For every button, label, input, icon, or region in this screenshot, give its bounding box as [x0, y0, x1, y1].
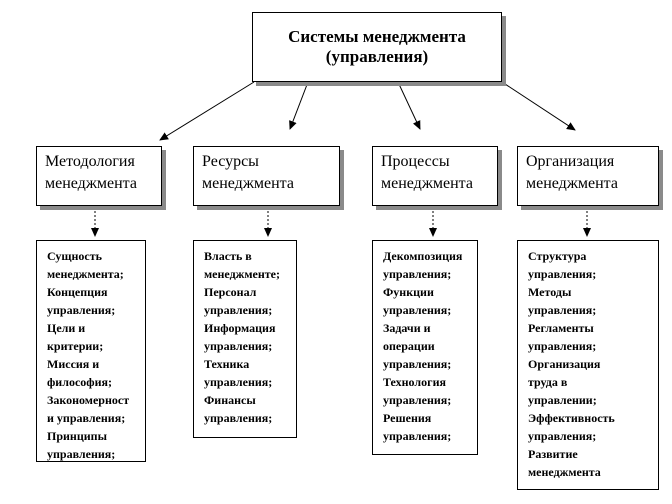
list-item: философия; — [47, 375, 112, 389]
list-item: операции — [383, 339, 435, 353]
list-item: управления; — [383, 267, 452, 281]
list-item: управления; — [204, 375, 273, 389]
list-item: управления; — [383, 303, 452, 317]
item-list-methodology: Сущность менеджмента; Концепция управления;… — [36, 240, 146, 462]
list-item: управления; — [47, 303, 116, 317]
list-item: Методы — [528, 285, 572, 299]
arrow-root-to-resources — [289, 81, 309, 130]
list-item: управления; — [383, 357, 452, 371]
item-list-resources: Власть в менеджменте; Персонал управления; И… — [193, 240, 297, 438]
arrow-root-to-methodology — [159, 81, 255, 141]
root-title-line2: (управления) — [325, 47, 429, 66]
list-item: Власть в — [204, 249, 252, 263]
category-box-resources: Ресурсы менеджмента — [193, 146, 340, 206]
list-item: Цели и — [47, 321, 86, 335]
category-box-methodology: Методология менеджмента — [36, 146, 162, 206]
list-item: менеджмента; — [47, 267, 124, 281]
list-item: управления; — [204, 303, 273, 317]
list-item: Функции — [383, 285, 434, 299]
category-box-processes: Процессы менеджмента — [372, 146, 498, 206]
list-item: Миссия и — [47, 357, 100, 371]
list-item: Принципы — [47, 429, 107, 443]
list-item: менеджмента — [528, 465, 601, 479]
list-item: Информация — [204, 321, 276, 335]
list-item: Эффективность — [528, 411, 615, 425]
root-title-line1: Системы менеджмента — [288, 27, 466, 46]
list-item: управления; — [204, 339, 273, 353]
category-box-organization: Организация менеджмента — [517, 146, 659, 206]
category-title-line1: Организация — [526, 153, 615, 170]
list-item: управления; — [383, 429, 452, 443]
list-item: Сущность — [47, 249, 102, 263]
list-item: Задачи и — [383, 321, 431, 335]
item-list-processes: Декомпозиция управления; Функции управления… — [372, 240, 478, 455]
list-item: управления; — [47, 447, 116, 461]
category-title-line2: менеджмента — [202, 175, 294, 192]
list-item: Персонал — [204, 285, 257, 299]
list-item: и управления; — [47, 411, 126, 425]
category-title-line2: менеджмента — [526, 175, 618, 192]
list-item: труда в — [528, 375, 568, 389]
category-title-line2: менеджмента — [45, 175, 137, 192]
category-title-line2: менеджмента — [381, 175, 473, 192]
list-item: управления; — [383, 393, 452, 407]
category-title-line1: Процессы — [381, 153, 450, 170]
arrow-root-to-processes — [397, 81, 421, 130]
list-item: менеджменте; — [204, 267, 280, 281]
list-item: критерии; — [47, 339, 104, 353]
list-item: управления; — [528, 429, 597, 443]
arrow-root-to-organization — [501, 81, 576, 131]
list-item: Концепция — [47, 285, 108, 299]
list-item: Регламенты — [528, 321, 594, 335]
list-item: Решения — [383, 411, 432, 425]
list-item: Технология — [383, 375, 446, 389]
list-item: Организация — [528, 357, 601, 371]
item-list-organization: Структура управления; Методы управления; Рег… — [517, 240, 659, 490]
list-item: управления; — [528, 267, 597, 281]
list-item: управлении; — [528, 393, 597, 407]
list-item: управления; — [528, 303, 597, 317]
list-item: Закономерност — [47, 393, 130, 407]
list-item: Финансы — [204, 393, 256, 407]
category-title-line1: Ресурсы — [202, 153, 259, 170]
list-item: управления; — [204, 411, 273, 425]
root-box: Системы менеджмента (управления) — [252, 12, 502, 82]
category-title-line1: Методология — [45, 153, 135, 170]
list-item: Структура — [528, 249, 587, 263]
list-item: управления; — [528, 339, 597, 353]
list-item: Техника — [204, 357, 250, 371]
list-item: Декомпозиция — [383, 249, 463, 263]
list-item: Развитие — [528, 447, 578, 461]
